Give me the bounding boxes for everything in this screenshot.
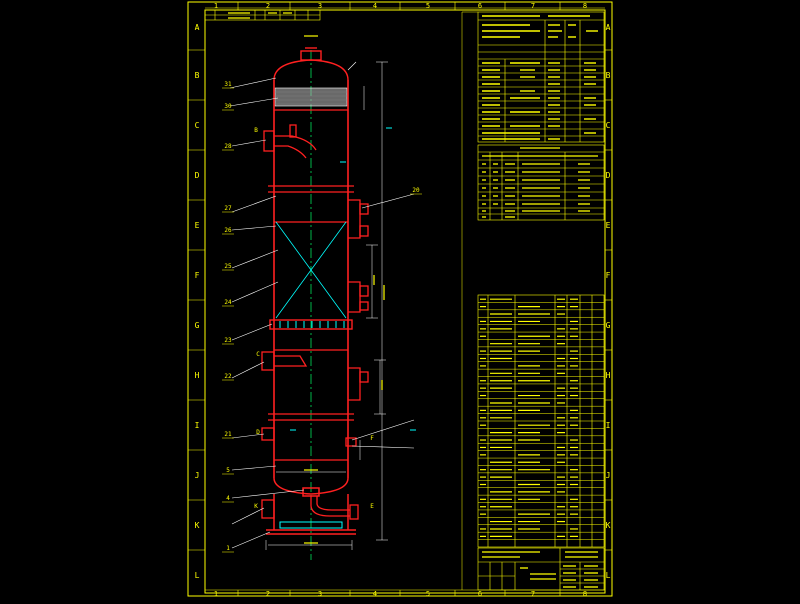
demister-hatch	[275, 91, 347, 105]
label-22: 22	[224, 373, 232, 380]
zone-number-7-bottom: 7	[531, 590, 535, 598]
zone-letter-h: H	[195, 371, 200, 380]
revision-table	[204, 9, 321, 21]
label-k: K	[254, 503, 258, 510]
zone-letter-c: C	[195, 121, 200, 130]
zone-number-3: 3	[318, 2, 322, 10]
left-nozzle-d	[261, 351, 308, 371]
label-underlines	[222, 87, 422, 553]
zone-letter-j: J	[195, 471, 200, 480]
zone-number-2: 2	[266, 2, 270, 10]
label-30: 30	[224, 103, 232, 110]
support-grid-holes	[279, 321, 345, 328]
label-4: 4	[226, 495, 230, 502]
label-26: 26	[224, 227, 232, 234]
zone-letter-l-right: L	[606, 571, 611, 580]
technical-data-table	[477, 11, 605, 143]
zone-number-2-bottom: 2	[266, 590, 270, 598]
revision-table-text	[228, 12, 292, 19]
zone-number-row-top	[205, 2, 605, 10]
zone-letter-j-right: J	[606, 471, 611, 480]
label-c: C	[256, 351, 260, 358]
label-1: 1	[226, 545, 230, 552]
vessel-internals	[268, 109, 354, 461]
packing-bed	[275, 221, 347, 319]
zone-letter-i: I	[195, 421, 200, 430]
zone-number-4-bottom: 4	[373, 590, 377, 598]
zone-letter-k-right: K	[606, 521, 611, 530]
inlet-pipe-c	[263, 124, 317, 159]
zone-letter-e-right: E	[606, 221, 611, 230]
zone-number-8: 8	[583, 2, 587, 10]
label-5: 5	[226, 467, 230, 474]
leader-lines	[229, 61, 415, 549]
vessel-top-head	[273, 47, 349, 81]
label-e: E	[370, 503, 374, 510]
label-b: B	[254, 127, 258, 134]
right-nozzle-lower	[348, 367, 369, 401]
zone-number-6-bottom: 6	[478, 590, 482, 598]
zone-letter-g: G	[195, 321, 200, 330]
nozzle-table	[477, 144, 605, 221]
label-25: 25	[224, 263, 232, 270]
zone-number-7: 7	[531, 2, 535, 10]
label-28: 28	[224, 143, 232, 150]
technical-data-text	[482, 15, 598, 140]
zone-letter-a-right: A	[606, 23, 611, 32]
zone-letter-d: D	[195, 171, 200, 180]
label-d: D	[256, 429, 260, 436]
zone-letter-c-right: C	[606, 121, 611, 130]
right-nozzle-upper	[348, 199, 369, 239]
dimension-ticks	[304, 35, 385, 544]
label-23: 23	[224, 337, 232, 344]
level-markers	[290, 127, 416, 431]
zone-letter-b-right: B	[606, 71, 611, 80]
zone-letter-l: L	[195, 571, 200, 580]
title-block	[477, 547, 605, 591]
base-ring	[279, 521, 343, 529]
zone-letter-g-right: G	[606, 321, 611, 330]
zone-letter-ticks	[188, 49, 612, 551]
zone-letter-k: K	[195, 521, 200, 530]
right-nozzle-e	[345, 437, 357, 447]
title-block-text	[482, 551, 598, 588]
outlet-pipe-k	[261, 496, 359, 520]
right-nozzle-middle	[348, 281, 369, 313]
zone-letter-i-right: I	[606, 421, 611, 430]
zone-letter-h-right: H	[606, 371, 611, 380]
zone-number-3-bottom: 3	[318, 590, 322, 598]
zone-letter-a: A	[195, 23, 200, 32]
zone-number-4: 4	[373, 2, 377, 10]
label-31: 31	[224, 81, 232, 88]
zone-letter-b: B	[195, 71, 200, 80]
zone-number-8-bottom: 8	[583, 590, 587, 598]
zone-number-5-bottom: 5	[426, 590, 430, 598]
zone-letter-f-right: F	[606, 271, 611, 280]
label-27: 27	[224, 205, 232, 212]
label-20: 20	[412, 187, 420, 194]
label-24: 24	[224, 299, 232, 306]
dimension-lines	[265, 61, 388, 550]
zone-number-1-bottom: 1	[214, 590, 218, 598]
zone-letter-d-right: D	[606, 171, 611, 180]
label-f: F	[370, 435, 374, 442]
zone-letter-e: E	[195, 221, 200, 230]
nozzle-table-text	[482, 147, 598, 218]
label-21: 21	[224, 431, 232, 438]
vessel-skirt	[266, 494, 356, 535]
parts-list-rows	[478, 298, 604, 540]
zone-letter-f: F	[195, 271, 200, 280]
zone-number-5: 5	[426, 2, 430, 10]
zone-number-6: 6	[478, 2, 482, 10]
zone-number-1: 1	[214, 2, 218, 10]
demister-pad	[274, 87, 348, 107]
